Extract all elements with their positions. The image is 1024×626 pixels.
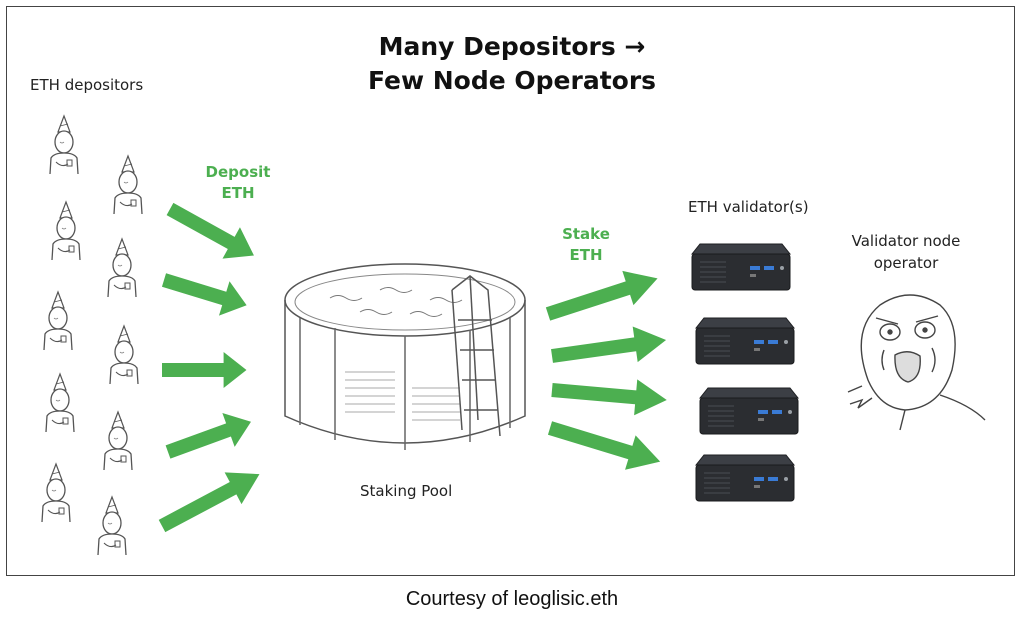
depositor-figure (43, 291, 73, 351)
validator-box (695, 317, 795, 365)
depositor-figure (109, 325, 139, 385)
stake-eth-label: Stake ETH (546, 224, 626, 266)
deposit-arrow (162, 352, 247, 388)
staking-pool-illustration (284, 263, 526, 450)
depositor-figure (45, 373, 75, 433)
depositor-figure (107, 238, 137, 298)
stake-arrow (542, 261, 664, 332)
depositor-figure (41, 463, 71, 523)
depositors-label: ETH depositors (30, 76, 144, 94)
deposit-eth-label: Deposit ETH (198, 162, 278, 204)
deposit-arrow (161, 193, 263, 272)
deposit-label-line2: ETH (221, 184, 255, 202)
depositor-figure (97, 496, 127, 556)
stake-arrow (550, 372, 669, 418)
validators-label: ETH validator(s) (688, 198, 809, 216)
deposit-arrow (153, 458, 268, 542)
depositor-figure (113, 155, 143, 215)
caption: Courtesy of leoglisic.eth (405, 588, 619, 610)
validator-box (691, 243, 791, 291)
diagram-title-line2: Few Node Operators (367, 66, 657, 95)
deposit-arrow (161, 404, 258, 469)
deposit-arrow (158, 262, 252, 323)
stake-arrow (549, 322, 669, 374)
stake-arrow (544, 410, 666, 479)
operator-label-line1: Validator node (851, 232, 961, 250)
depositor-figure (103, 411, 133, 471)
validator-box (695, 454, 795, 502)
operator-label-line2: operator (873, 254, 939, 272)
validator-box (699, 387, 799, 435)
deposit-label-line1: Deposit (205, 163, 271, 181)
operator-label: Validator node operator (836, 230, 976, 274)
operator-face-illustration (847, 294, 986, 431)
stake-label-line1: Stake (562, 225, 610, 243)
depositor-figure (49, 115, 79, 175)
diagram-title-line1: Many Depositors → (378, 32, 646, 61)
staking-pool-label: Staking Pool (360, 482, 453, 500)
stake-label-line2: ETH (569, 246, 603, 264)
depositor-figure (51, 201, 81, 261)
